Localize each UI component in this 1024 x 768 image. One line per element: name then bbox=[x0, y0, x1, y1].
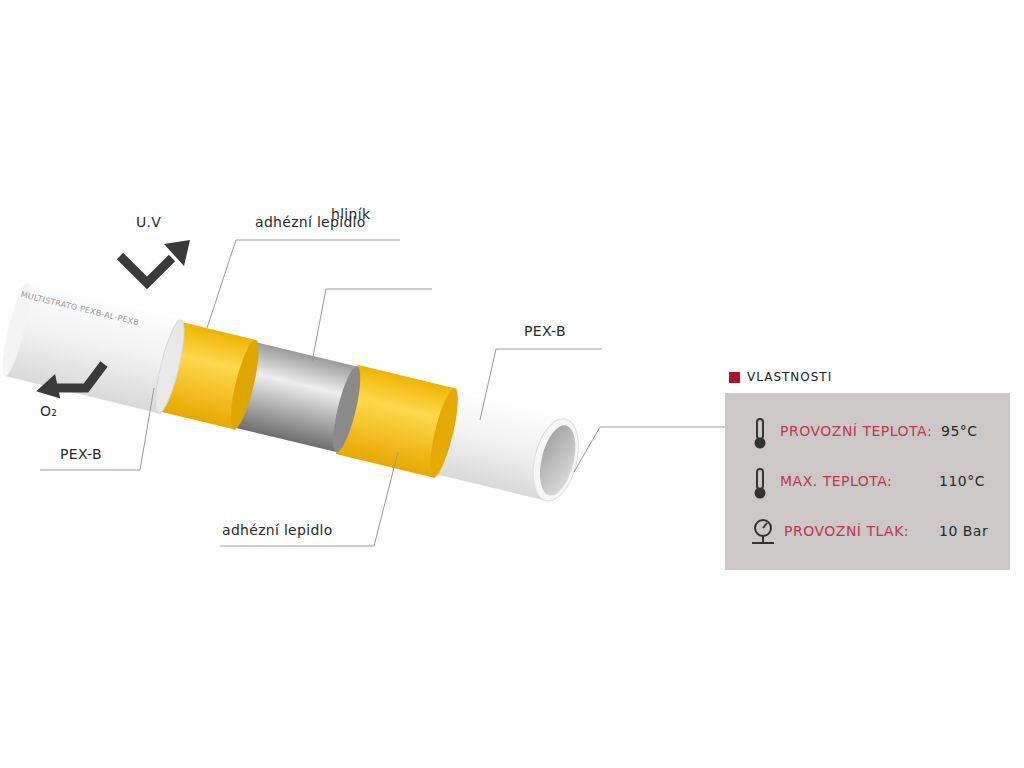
property-value: 10 Bar bbox=[939, 523, 988, 539]
thermometer-icon bbox=[756, 419, 765, 448]
part-label: PEX-B bbox=[524, 323, 566, 339]
o2-label: O₂ bbox=[40, 403, 57, 419]
property-name: PROVOZNÍ TLAK: bbox=[784, 523, 909, 539]
leader-lines bbox=[40, 240, 725, 546]
properties-box: VLASTNOSTI PROVOZNÍ TEPLOTA: 95°C MAX. TEPL… bbox=[725, 366, 1010, 570]
uv-label: U.V bbox=[136, 214, 161, 230]
property-name: PROVOZNÍ TEPLOTA: bbox=[780, 423, 932, 439]
property-name: MAX. TEPLOTA: bbox=[780, 473, 892, 489]
part-label: adhézní lepidlo bbox=[222, 522, 333, 538]
part-label: PEX-B bbox=[60, 446, 102, 462]
o2-arrow bbox=[34, 364, 104, 403]
gauge-icon bbox=[752, 520, 774, 543]
part-label: hliník bbox=[331, 206, 370, 222]
pipe bbox=[0, 281, 587, 512]
panel-heading: VLASTNOSTI bbox=[747, 370, 832, 384]
thermometer-icon bbox=[756, 469, 765, 498]
property-value: 110°C bbox=[939, 473, 985, 489]
red-square bbox=[729, 372, 740, 383]
property-value: 95°C bbox=[941, 423, 978, 439]
uv-arrow bbox=[120, 240, 190, 283]
